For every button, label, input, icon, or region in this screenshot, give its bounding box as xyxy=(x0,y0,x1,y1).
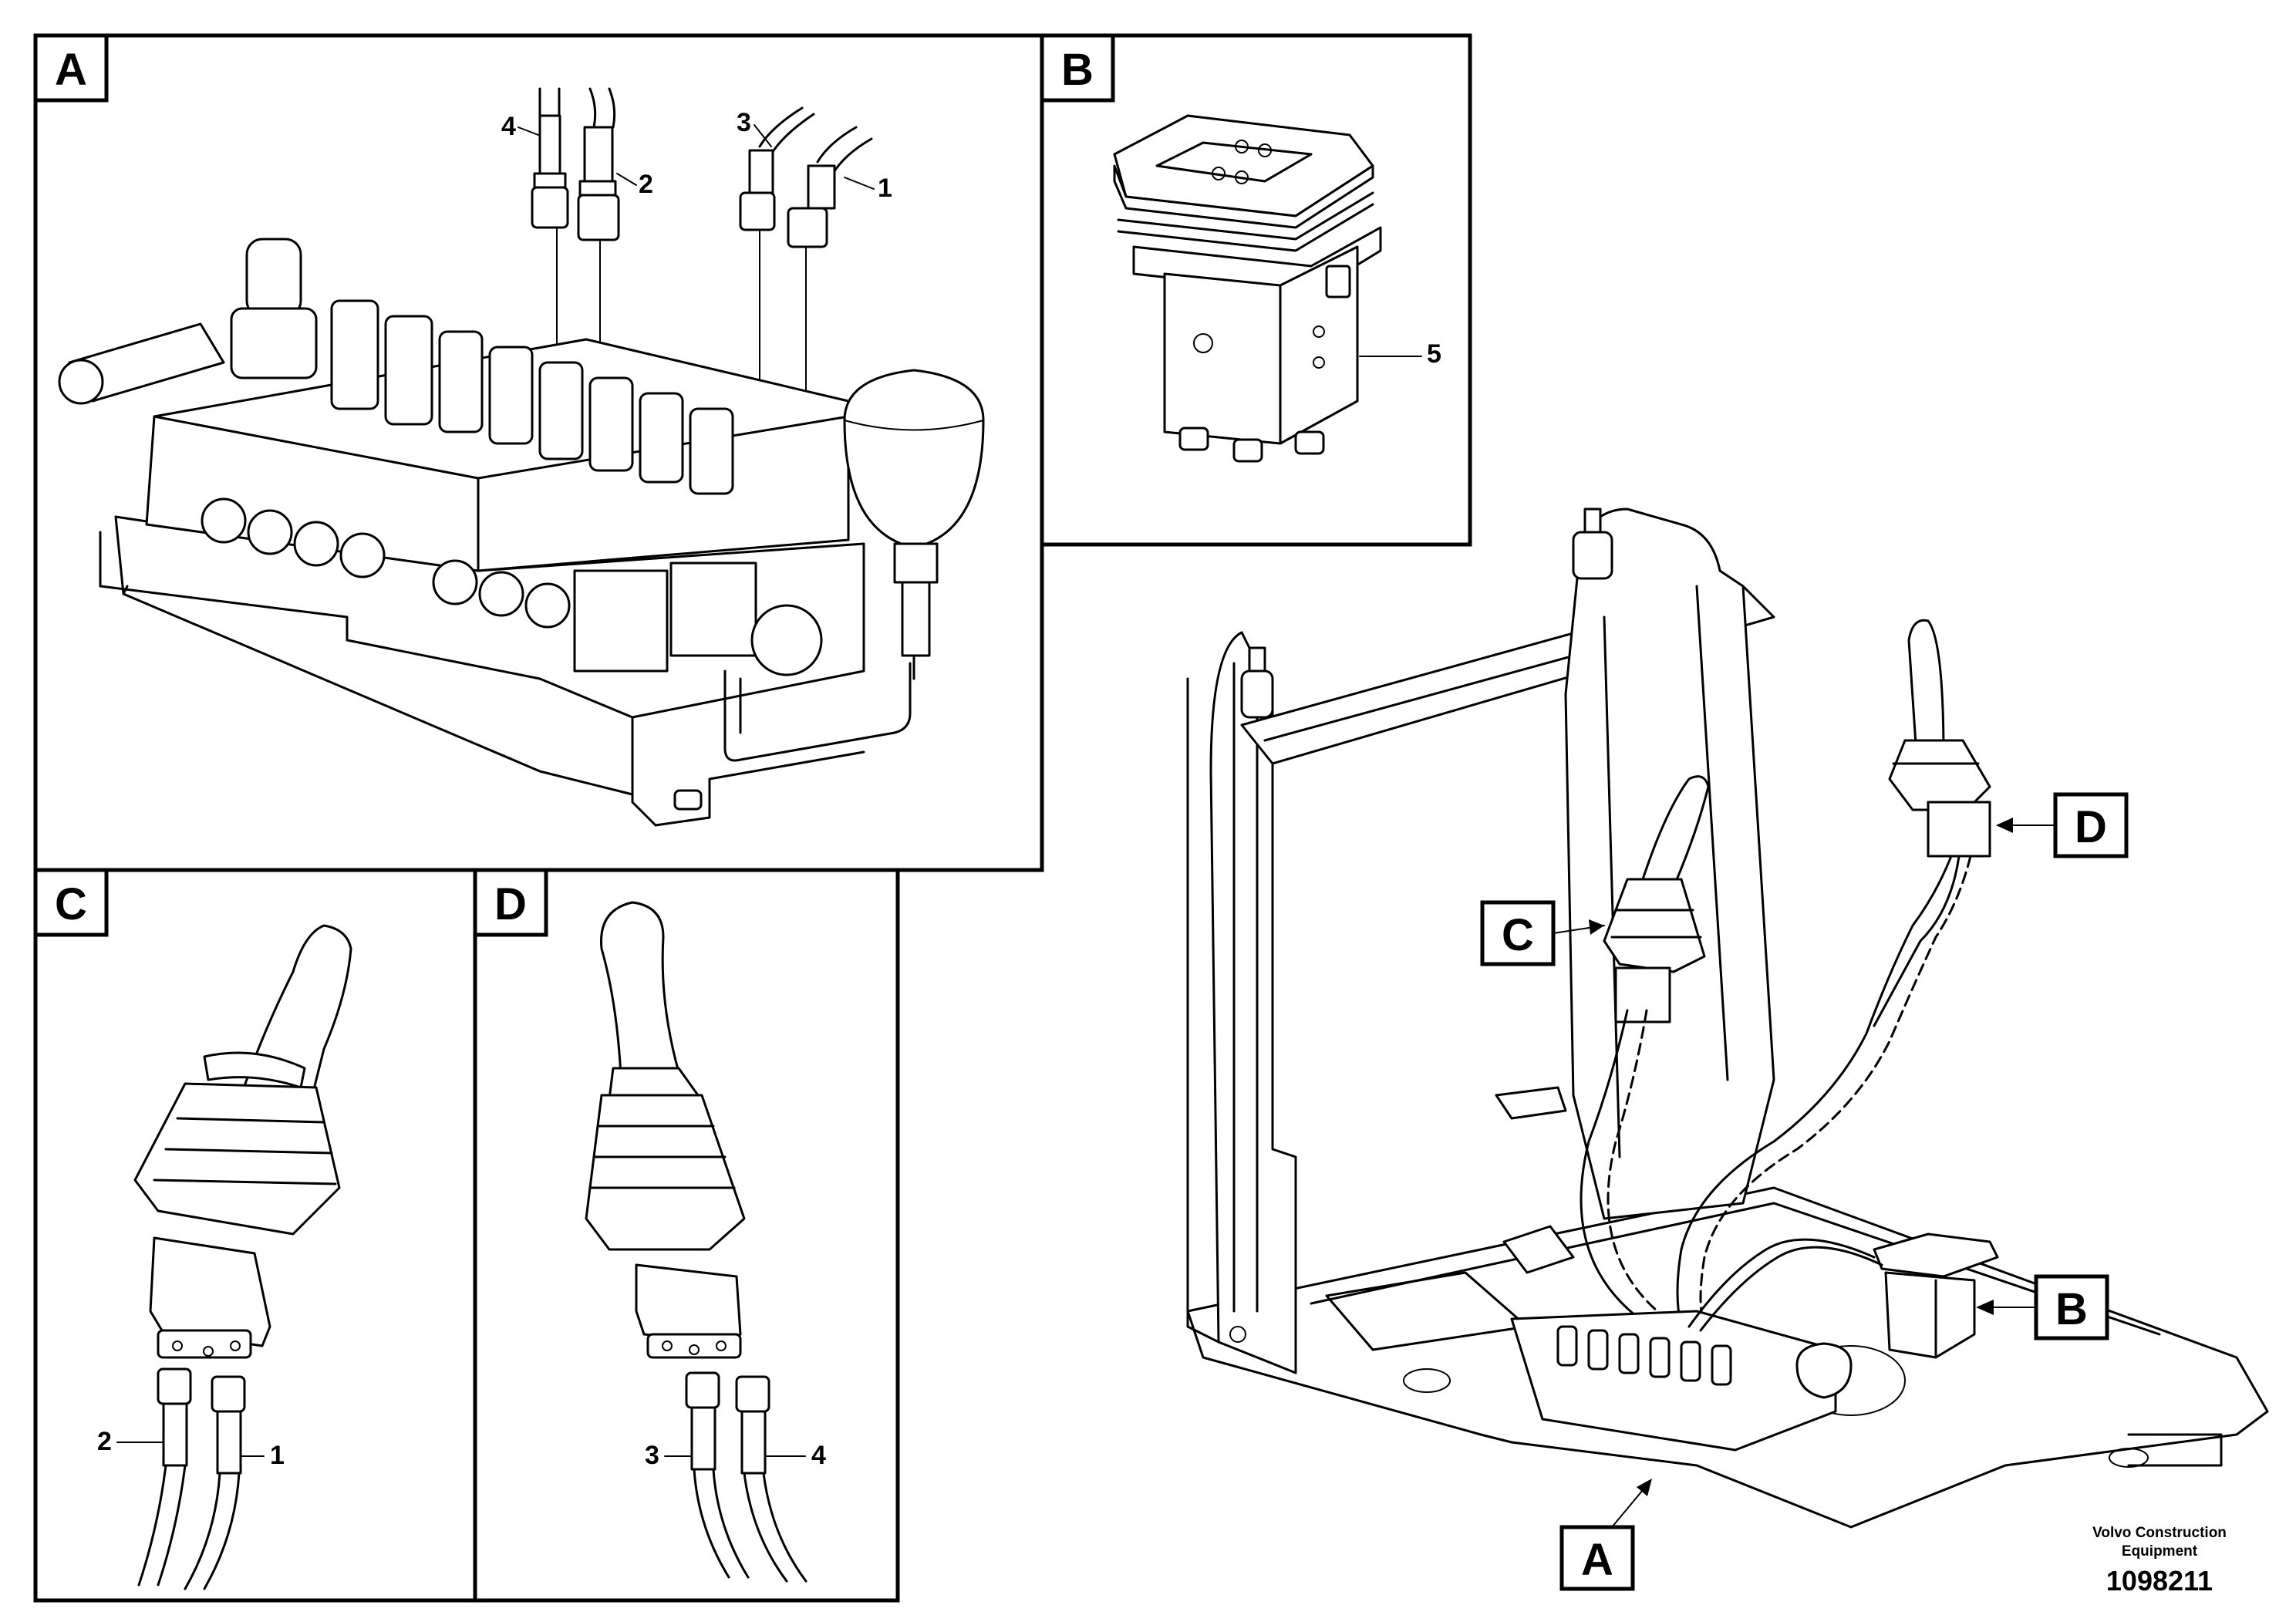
footer-line2: Equipment xyxy=(2122,1543,2198,1560)
overview-tag-d-letter: D xyxy=(2075,802,2107,852)
joystick-right xyxy=(585,901,746,1359)
overview-tag-a: A xyxy=(1559,1479,1652,1591)
footer-number: 1098211 xyxy=(2106,1565,2213,1597)
overview-tag-a-letter: A xyxy=(1581,1535,1613,1585)
overview-assembly xyxy=(1186,508,2269,1529)
panel-d: D 3 4 xyxy=(473,868,900,1603)
overview-tag-b: B xyxy=(1976,1274,2109,1340)
panel-a-callout-1: 1 xyxy=(878,174,892,203)
panel-c-letter: C xyxy=(55,879,87,929)
panel-d-callout-4: 4 xyxy=(811,1441,826,1470)
panel-a-hoses xyxy=(531,87,873,572)
panel-a-callout-3: 3 xyxy=(737,108,751,137)
panel-a-callout-4: 4 xyxy=(501,112,516,141)
footer-credit: Volvo Construction Equipment 1098211 xyxy=(2092,1525,2227,1597)
footer-line1: Volvo Construction xyxy=(2092,1525,2227,1541)
panel-c-callout-1: 1 xyxy=(270,1441,285,1470)
valve-block xyxy=(58,238,915,796)
panel-b-callout-5: 5 xyxy=(1427,339,1441,369)
accumulator-sphere xyxy=(843,369,985,657)
panel-d-callout-3: 3 xyxy=(645,1441,659,1470)
panel-b: B 5 xyxy=(1040,33,1472,547)
joystick-left-hoses xyxy=(137,1367,246,1590)
overview-tag-c-letter: C xyxy=(1502,910,1534,960)
panel-c-callout-2: 2 xyxy=(97,1427,112,1456)
panel-c: C 2 1 xyxy=(33,868,477,1603)
panel-a-letter: A xyxy=(55,45,87,95)
joystick-left xyxy=(133,924,352,1359)
panel-a-callout-2: 2 xyxy=(639,170,653,199)
panel-d-letter: D xyxy=(494,879,527,929)
mounting-bracket xyxy=(99,531,865,827)
joystick-right-hoses xyxy=(685,1371,807,1583)
overview-tag-c: C xyxy=(1480,900,1605,966)
overview-tag-b-letter: B xyxy=(2055,1284,2088,1334)
overview-tag-d: D xyxy=(1996,792,2129,858)
panel-a: A xyxy=(33,33,1044,872)
panel-b-letter: B xyxy=(1061,45,1094,95)
pedal-unit xyxy=(1113,114,1382,463)
